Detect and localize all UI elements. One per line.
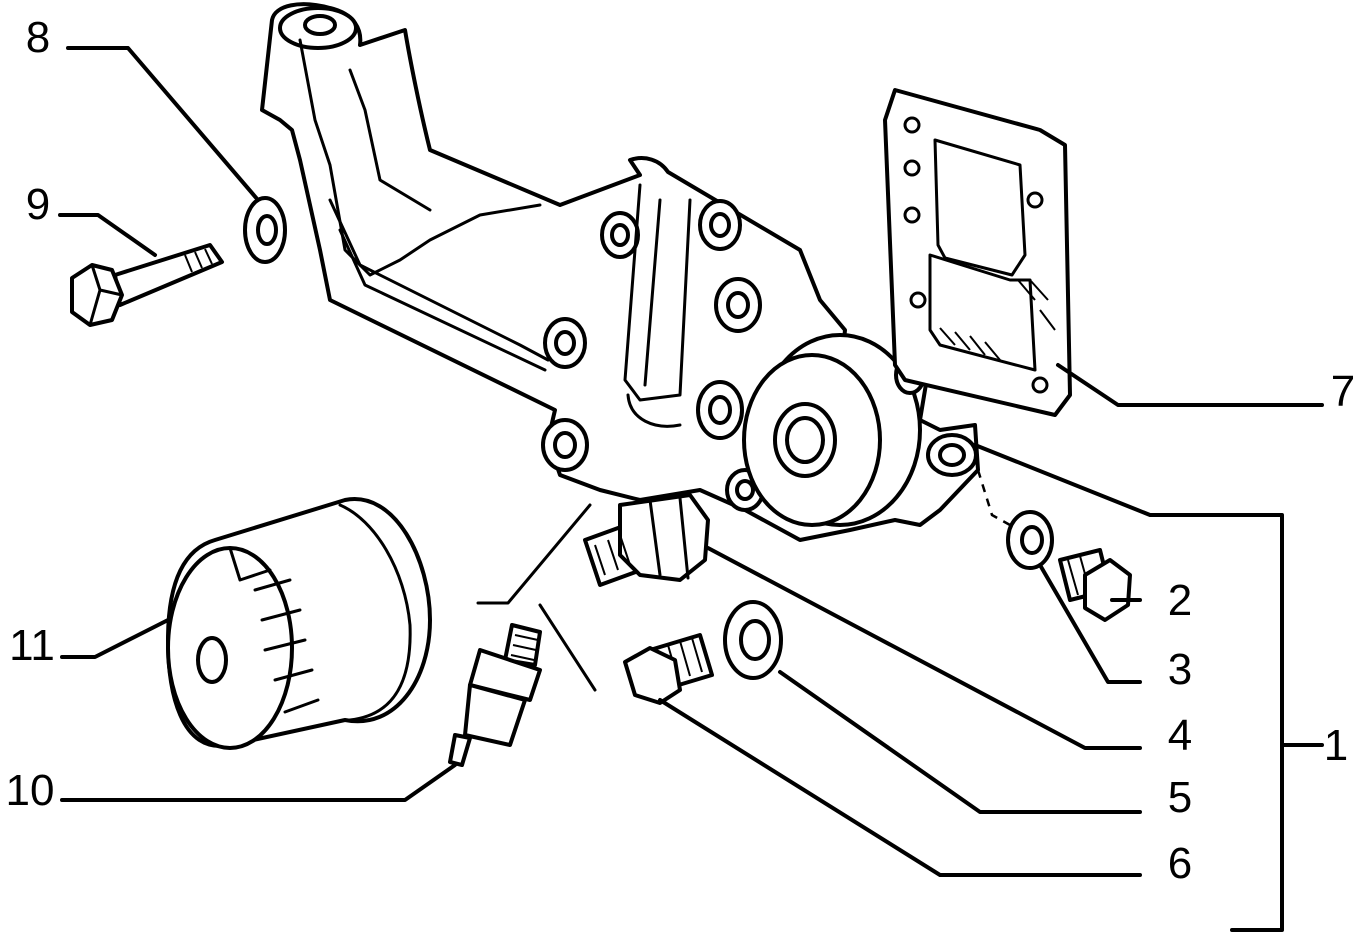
callout-labels: 1 2 3 4 5 6 7 8 9 10 11 [6, 13, 1356, 888]
callout-10: 10 [6, 766, 55, 815]
washer-8 [243, 196, 287, 264]
pump-gasket [883, 88, 1072, 417]
oil-filter [166, 497, 432, 750]
plug-2 [1058, 548, 1132, 622]
callout-11: 11 [9, 621, 55, 670]
callout-7: 7 [1331, 367, 1355, 416]
callout-1: 1 [1324, 721, 1348, 770]
oil-pump-housing [260, 2, 980, 542]
callout-6: 6 [1168, 839, 1192, 888]
union-nipple-4 [583, 493, 710, 587]
callout-8: 8 [26, 13, 50, 62]
callout-3: 3 [1168, 645, 1192, 694]
callout-9: 9 [26, 180, 50, 229]
drain-plug-6 [623, 633, 714, 705]
callout-4: 4 [1168, 711, 1192, 760]
oil-pressure-switch [448, 623, 542, 767]
bolt-9 [70, 243, 224, 327]
sealing-washer-5 [723, 600, 783, 680]
washer-3 [1006, 510, 1054, 570]
leader-lines [58, 46, 1324, 932]
callout-2: 2 [1168, 576, 1192, 625]
callout-5: 5 [1168, 773, 1192, 822]
